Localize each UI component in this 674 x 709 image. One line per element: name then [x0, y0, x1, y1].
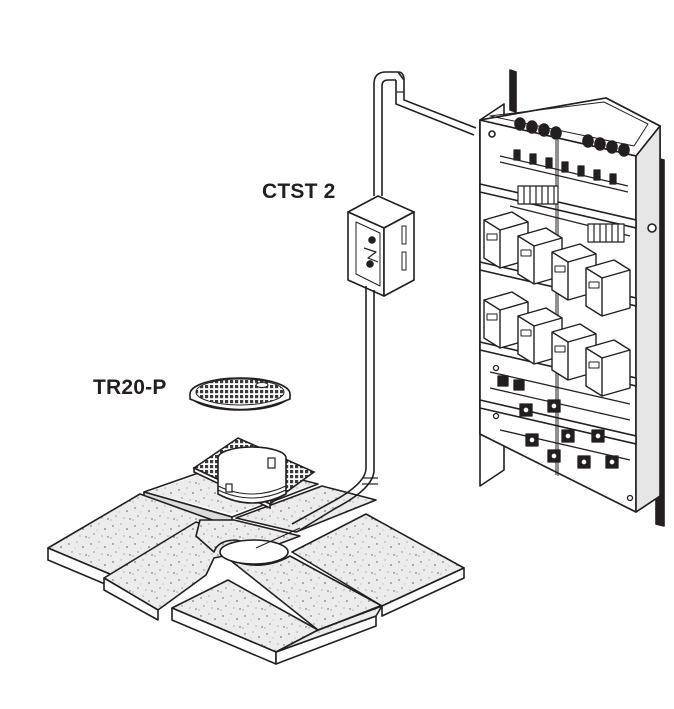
grated-frame [192, 437, 316, 510]
slab-left-front [103, 521, 263, 621]
meter-panel [479, 69, 665, 527]
tr20-label: TR20-P [93, 376, 167, 399]
ctst-junction-box [347, 195, 415, 300]
knockouts [488, 117, 630, 157]
bus-bar [499, 149, 631, 243]
meter-module [585, 259, 631, 317]
slab-right-back [291, 513, 465, 617]
ctst-label: CTST 2 [262, 180, 336, 203]
terminal-section [489, 364, 634, 502]
meter-module [551, 323, 597, 381]
meter-module [517, 227, 563, 285]
meter-row-1 [483, 211, 631, 317]
meter-row-2 [483, 291, 631, 397]
meter-module [585, 339, 631, 397]
meter-module [551, 243, 597, 301]
pad-opening [219, 539, 289, 565]
meter-module [483, 291, 529, 349]
concrete-pad [47, 461, 465, 665]
tr20-lid [189, 377, 291, 411]
conduit [291, 71, 477, 531]
